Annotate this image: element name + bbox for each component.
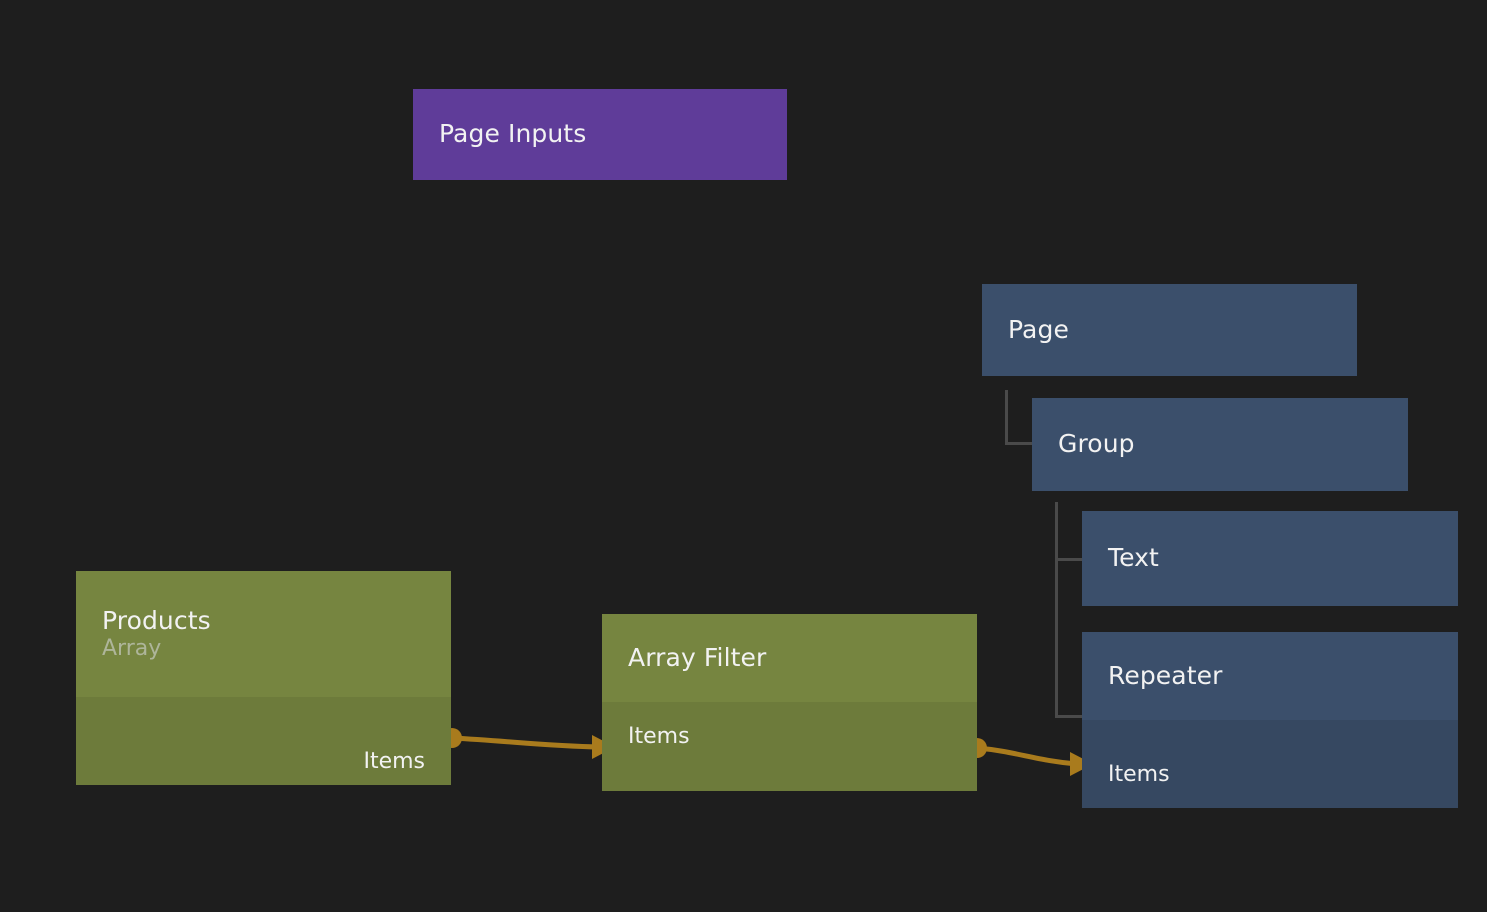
node-group-title: Group [1058, 429, 1135, 459]
node-products-subtitle: Array [102, 635, 162, 661]
node-array-filter[interactable]: Array Filter Items [602, 614, 977, 791]
node-page-inputs[interactable]: Page Inputs [413, 89, 787, 180]
tree-line-page-to-group-vertical [1005, 390, 1008, 445]
node-page-title: Page [1008, 314, 1069, 344]
port-products-items-label: Items [363, 749, 425, 774]
node-repeater-body: Items [1082, 720, 1458, 808]
node-array-filter-title: Array Filter [628, 642, 767, 672]
node-page-inputs-header: Page Inputs [413, 89, 787, 180]
node-products-header: Products Array [76, 571, 451, 697]
node-array-filter-header: Array Filter [602, 614, 977, 702]
node-text-title: Text [1108, 543, 1159, 573]
tree-line-group-to-text-horizontal [1055, 558, 1082, 561]
node-products-body: Items [76, 697, 451, 785]
node-repeater[interactable]: Repeater Items [1082, 632, 1458, 808]
tree-line-group-to-repeater-horizontal [1055, 715, 1082, 718]
edge-array-filter-to-repeater [967, 738, 1093, 776]
port-array-filter-items-input-label: Items [628, 724, 690, 749]
node-repeater-header: Repeater [1082, 632, 1458, 720]
node-page-inputs-title: Page Inputs [439, 119, 587, 149]
port-repeater-items-input[interactable]: Items [1082, 762, 1458, 787]
node-text-header: Text [1082, 511, 1458, 606]
node-repeater-title: Repeater [1108, 660, 1223, 690]
tree-line-page-to-group-horizontal [1005, 442, 1032, 445]
node-array-filter-body: Items [602, 702, 977, 791]
port-array-filter-items-input[interactable]: Items [602, 724, 977, 749]
node-page-header: Page [982, 284, 1357, 376]
node-products[interactable]: Products Array Items [76, 571, 451, 785]
edge-products-to-array-filter [442, 728, 615, 759]
node-group[interactable]: Group [1032, 398, 1408, 491]
port-products-items-output[interactable]: Items [76, 749, 451, 774]
node-page[interactable]: Page [982, 284, 1357, 376]
node-products-title: Products [102, 605, 211, 635]
node-group-header: Group [1032, 398, 1408, 491]
port-repeater-items-input-label: Items [1108, 762, 1170, 787]
tree-line-group-children-vertical [1055, 502, 1058, 718]
node-text[interactable]: Text [1082, 511, 1458, 606]
